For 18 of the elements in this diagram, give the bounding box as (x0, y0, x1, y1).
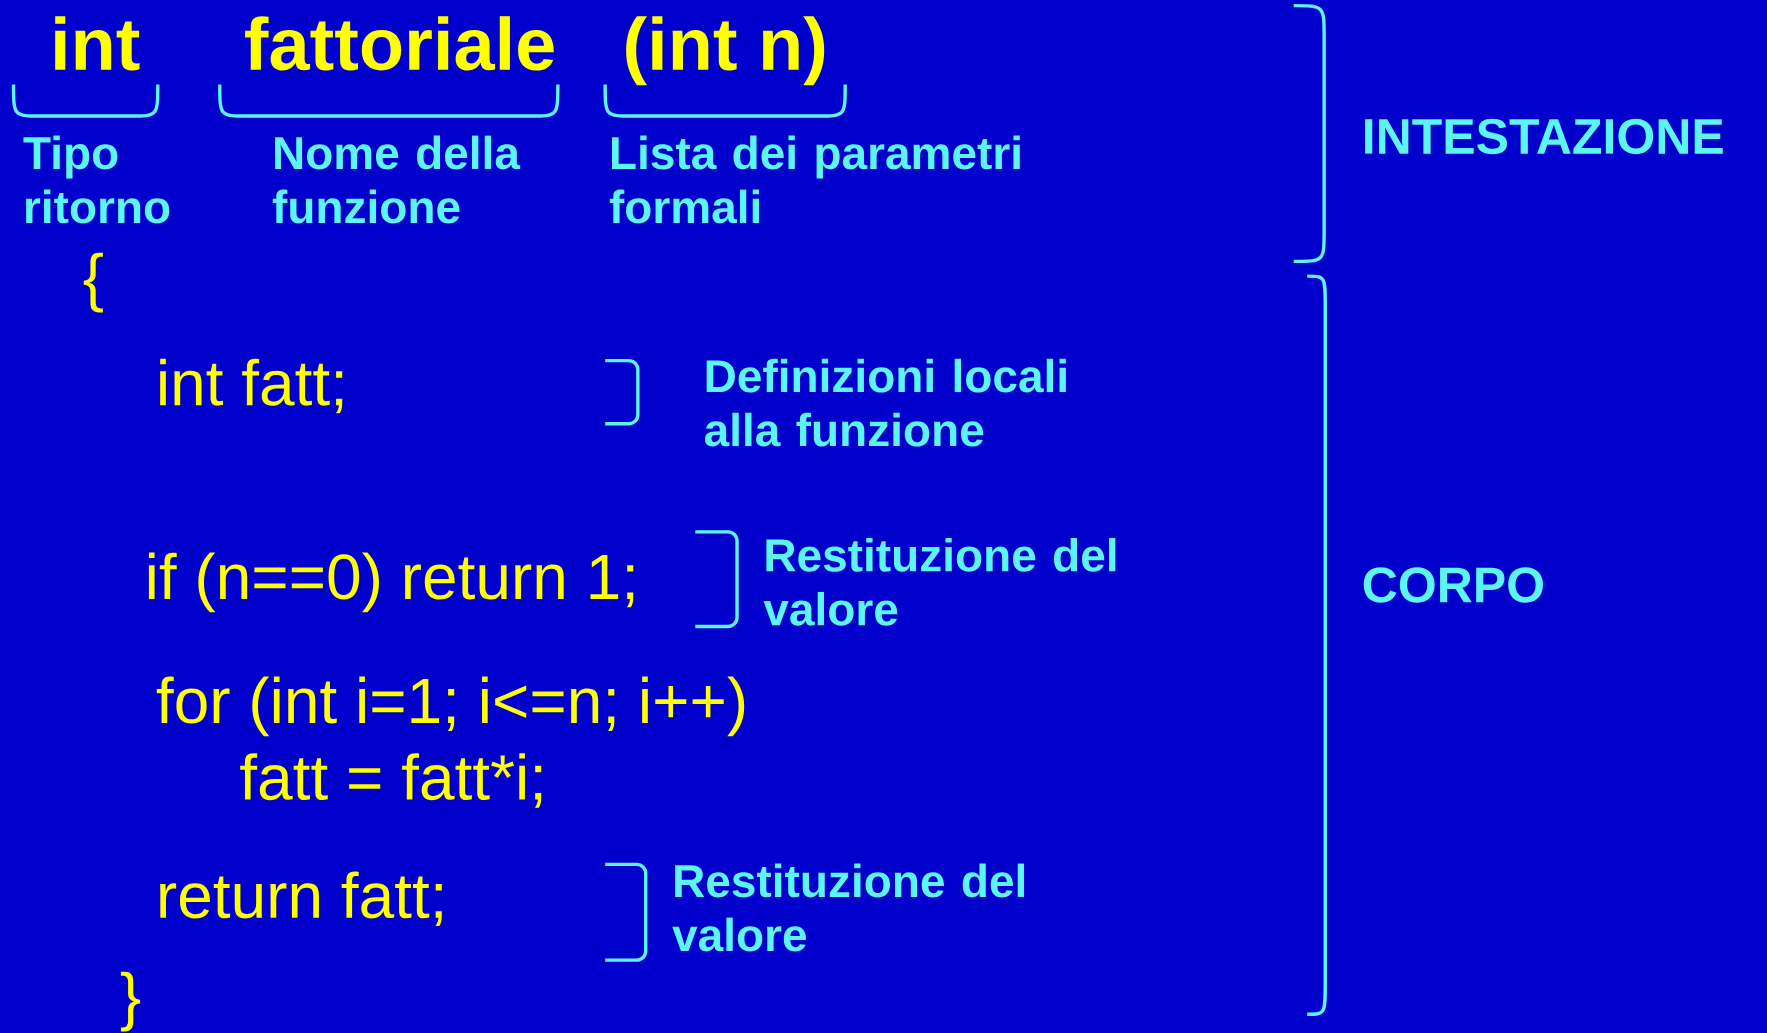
code-line: return fatt; (160, 871, 442, 926)
code-line: fatt = fatt*i; (240, 753, 542, 808)
code-line: int fatt; (160, 358, 343, 414)
header-text: (int n) (626, 16, 825, 85)
code-line: for (int i=1; i<=n; i++) (156, 676, 745, 736)
annotation-text: Restituzione del valore (763, 537, 1116, 626)
annotation-text: Definizioni locali alla funzione (704, 358, 1066, 447)
annotation-text: Lista dei parametri formali (609, 135, 1020, 224)
section-label: CORPO (1363, 567, 1543, 603)
code-line: if (n==0) return 1; (148, 552, 634, 612)
section-label: INTESTAZIONE (1365, 118, 1723, 154)
header-text: fattoriale (245, 16, 554, 71)
annotation-text: Restituzione del valore (672, 863, 1025, 952)
header-text: int (55, 16, 140, 71)
code-line: { (83, 252, 103, 313)
code-line: } (120, 971, 141, 1032)
annotation-text: Tipo ritorno (23, 135, 170, 224)
annotation-text: Nome della funzione (272, 135, 521, 224)
